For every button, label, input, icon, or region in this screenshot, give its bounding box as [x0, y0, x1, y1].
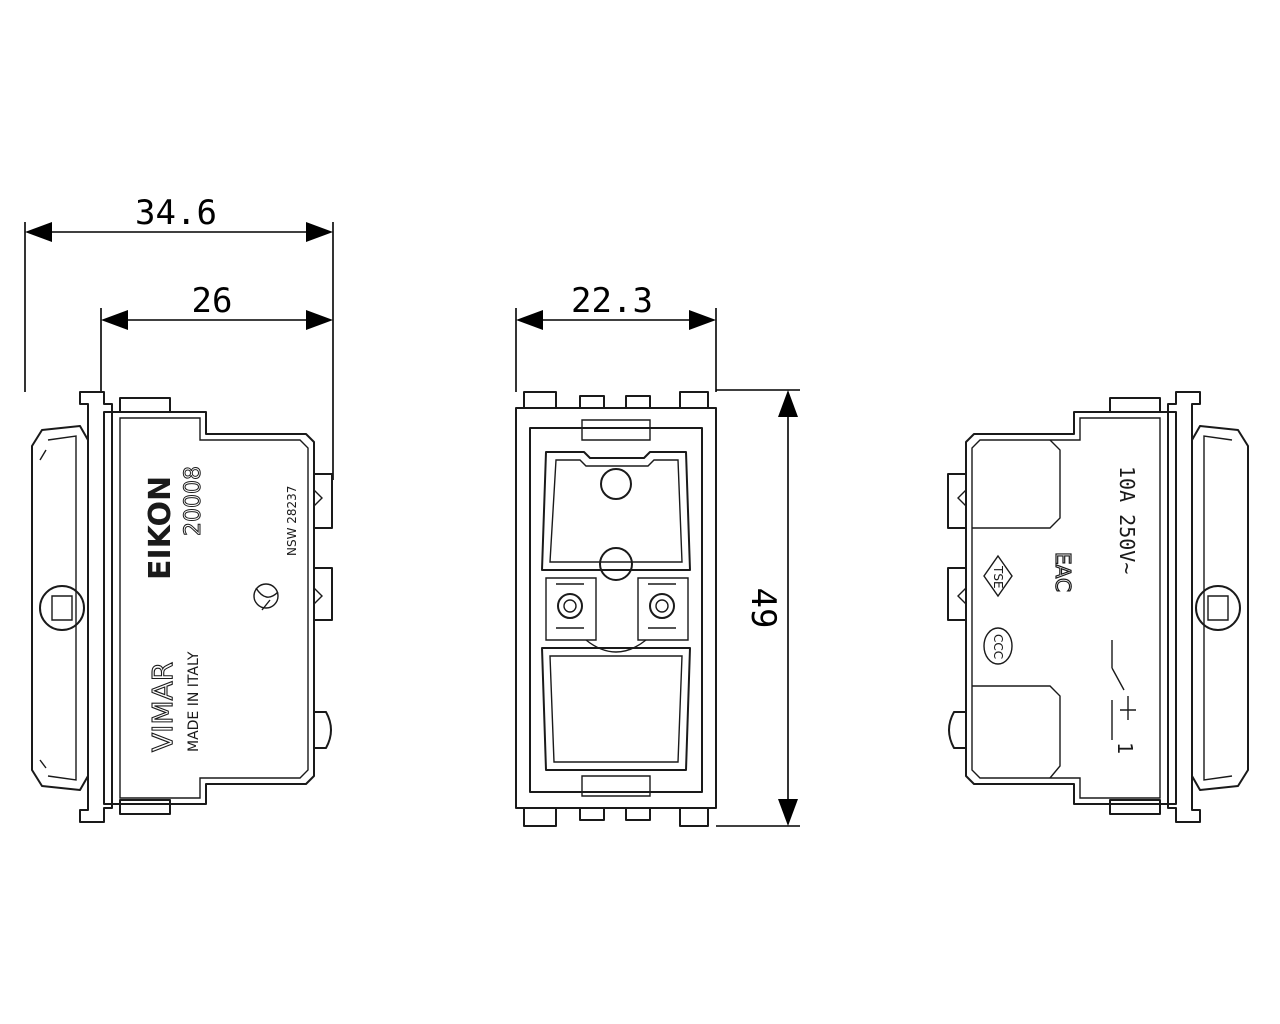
dimension-front-width: 22.3 — [515, 281, 717, 392]
front-view — [515, 391, 717, 827]
dimension-49-label: 49 — [743, 588, 783, 629]
left-side-view: EIKON 20008 VIMAR MADE IN ITALY NSW 2823… — [31, 391, 333, 823]
dimension-body-width: 26 — [100, 281, 333, 392]
dimension-22-3-label: 22.3 — [571, 281, 653, 321]
dimension-34-6-label: 34.6 — [135, 193, 217, 233]
vimar-logo-text: VIMAR — [146, 662, 179, 752]
eac-mark-text: EAC — [1051, 552, 1075, 592]
ccc-mark-icon: CCC — [983, 627, 1013, 665]
approval-code-text: NSW 28237 — [285, 486, 299, 556]
dimension-overall-width: 34.6 — [24, 193, 334, 480]
svg-text:TSE: TSE — [991, 565, 1005, 589]
dimension-front-height: 49 — [716, 389, 800, 827]
made-in-italy-text: MADE IN ITALY — [186, 651, 202, 752]
switch-symbol-icon — [1111, 640, 1136, 740]
dimension-26-label: 26 — [192, 281, 233, 321]
right-side-view: 10A 250V~ EAC TSE CCC 1 — [947, 391, 1249, 823]
svg-text:CCC: CCC — [991, 634, 1005, 659]
imq-mark-icon — [253, 583, 279, 611]
terminal-label-text: 1 — [1113, 742, 1137, 754]
rating-text: 10A 250V~ — [1115, 466, 1139, 574]
tse-mark-icon: TSE — [983, 554, 1013, 598]
article-code-text: 20008 — [181, 466, 206, 536]
eikon-brand-text: EIKON — [143, 476, 178, 580]
